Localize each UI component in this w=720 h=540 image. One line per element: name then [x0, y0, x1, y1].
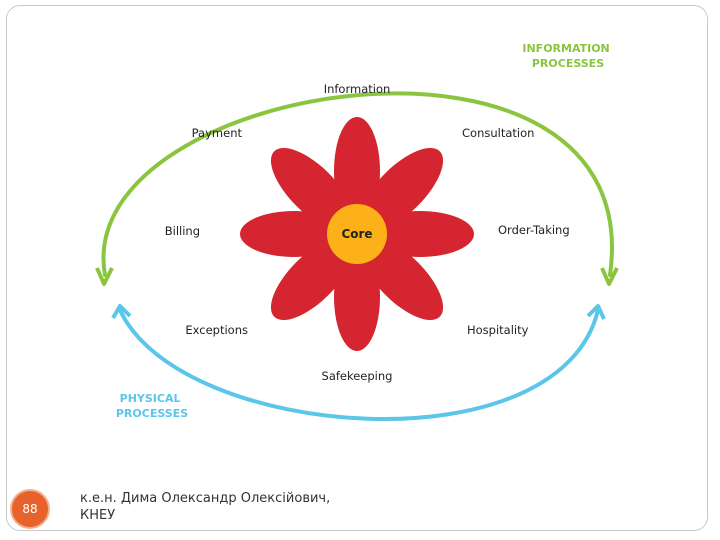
footer-author-line2: КНЕУ — [80, 508, 116, 523]
label-consultation: Consultation — [462, 126, 534, 140]
core-label: Core — [341, 227, 372, 241]
label-safekeeping: Safekeeping — [322, 369, 393, 383]
label-exceptions: Exceptions — [185, 323, 248, 337]
information-processes-label: INFORMATION PROCESSES — [522, 42, 613, 70]
physical-arrowhead-right — [586, 304, 606, 320]
physical-arrowhead-left — [111, 304, 132, 320]
information-arrowhead-right — [600, 267, 619, 286]
information-arrowhead-left — [95, 267, 114, 286]
petals-group — [240, 117, 474, 351]
slide-frame — [6, 5, 708, 531]
label-hospitality: Hospitality — [467, 323, 529, 337]
core-circle — [327, 204, 387, 264]
physical-processes-label: PHYSICAL PROCESSES — [116, 392, 188, 420]
page-number: 88 — [22, 502, 38, 516]
label-information: Information — [324, 82, 391, 96]
petal-consultation — [360, 147, 444, 231]
physical-processes-arrow — [118, 308, 600, 422]
page-number-badge: 88 — [10, 489, 50, 529]
petal-hospitality — [360, 237, 444, 321]
label-billing: Billing — [165, 224, 200, 238]
label-order-taking: Order-Taking — [498, 223, 570, 237]
label-payment: Payment — [192, 126, 243, 140]
footer-author: к.е.н. Дима Олександр Олексійович, КНЕУ — [80, 490, 380, 524]
footer-author-line1: к.е.н. Дима Олександр Олексійович, — [80, 491, 331, 506]
information-processes-arrow — [101, 91, 614, 277]
petal-payment — [270, 147, 354, 231]
petal-exceptions — [270, 237, 354, 321]
